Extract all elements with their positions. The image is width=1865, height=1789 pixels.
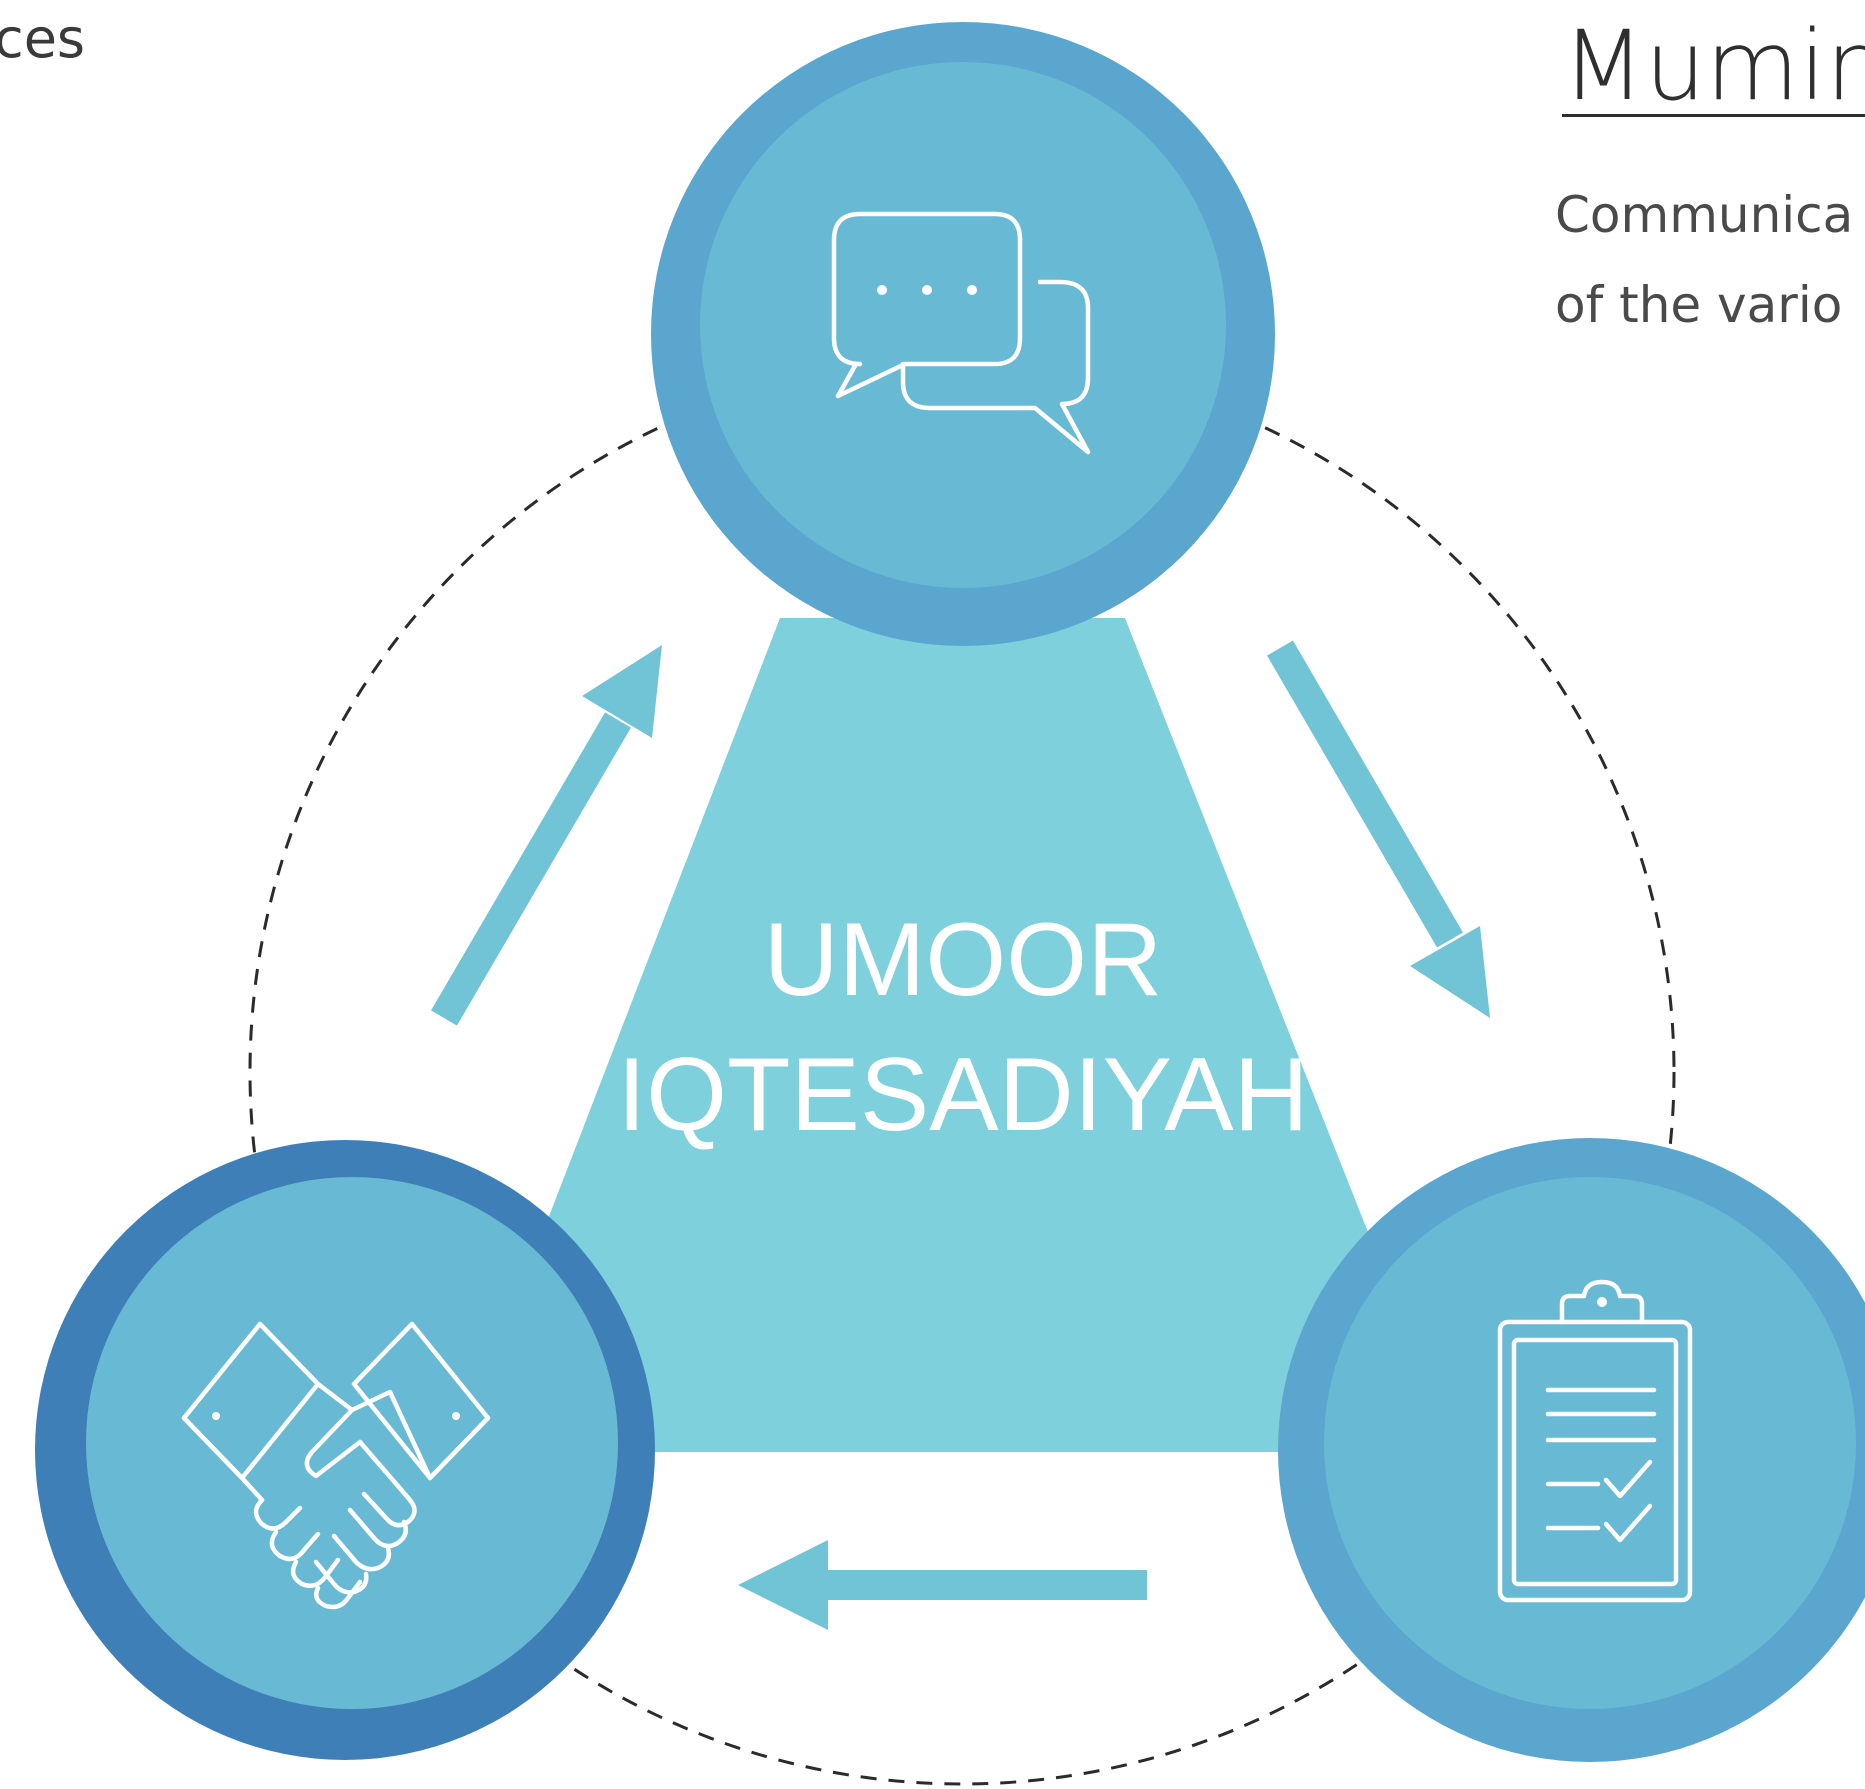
center-label-line-2: IQTESADIYAH bbox=[617, 1037, 1309, 1153]
left-text-fragment: ces bbox=[0, 7, 86, 70]
description-line-1: Communica bbox=[1555, 186, 1854, 244]
center-label-line-1: UMOOR bbox=[764, 902, 1163, 1018]
node-communication bbox=[651, 22, 1275, 646]
arrow-left bbox=[738, 1540, 1147, 1630]
clipboard-checklist-icon bbox=[1497, 1279, 1693, 1603]
dashed-orbit-circle bbox=[248, 358, 1676, 1786]
arrow-down-right bbox=[1267, 640, 1490, 1018]
section-title: Mumin bbox=[1562, 10, 1865, 122]
arrow-up-right bbox=[431, 645, 662, 1026]
description-line-2: of the vario bbox=[1555, 276, 1843, 334]
node-checklist bbox=[1278, 1138, 1865, 1762]
title-underline bbox=[1562, 114, 1865, 117]
center-triangle bbox=[458, 618, 1455, 1452]
handshake-icon bbox=[181, 1321, 491, 1610]
chat-bubbles-icon bbox=[831, 211, 1091, 455]
node-partnership bbox=[35, 1140, 655, 1760]
